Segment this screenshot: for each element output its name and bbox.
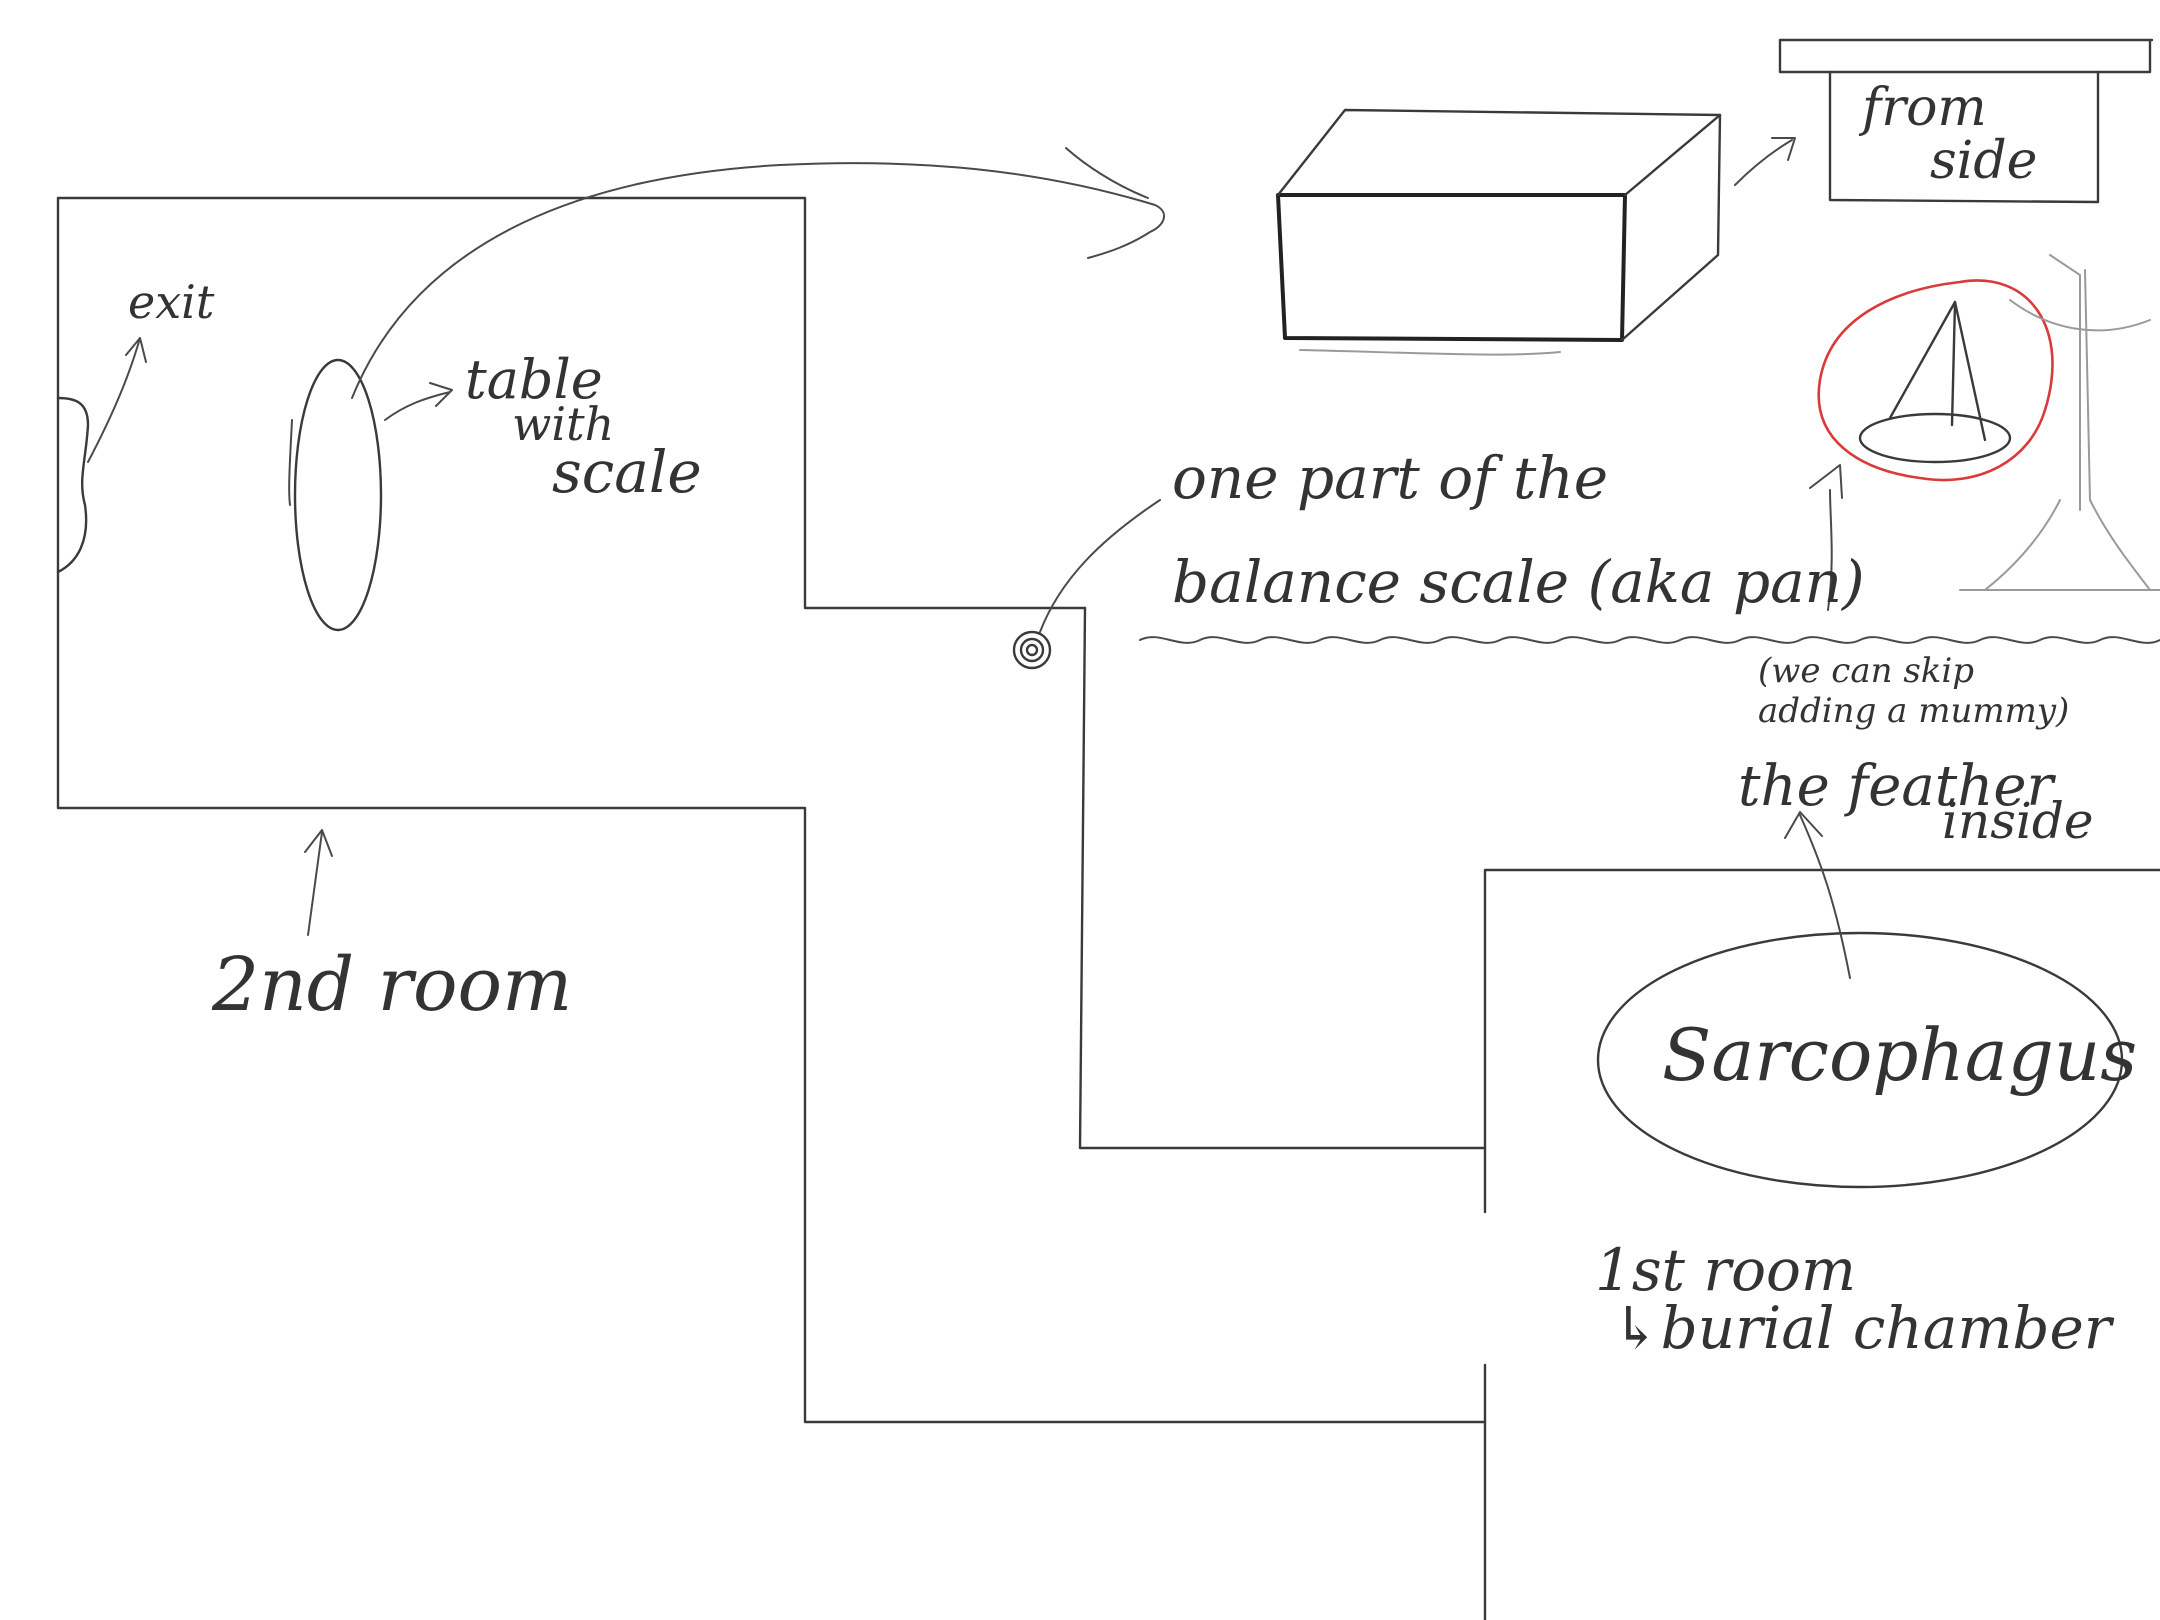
exit-door	[56, 396, 90, 574]
feather-arrow	[1784, 811, 1851, 979]
mummy-note-line2: adding a mummy)	[1758, 691, 2069, 731]
first-room-wall	[1483, 868, 2160, 1620]
second-room-label: 2nd room	[211, 942, 572, 1028]
pan-label-line1: one part of the	[1172, 444, 1608, 512]
second-room-wall	[56, 196, 1487, 1424]
pan-arrow	[1809, 464, 1843, 611]
feather-label-line2: inside	[1942, 792, 2093, 850]
from-side-label-line1: from	[1858, 78, 1987, 138]
pan-marker-leader	[1039, 499, 1161, 633]
exit-label: exit	[128, 275, 215, 329]
table-label-line3: scale	[552, 438, 702, 506]
table-ellipse-overstroke	[288, 419, 293, 506]
table-with-scale	[293, 358, 383, 632]
pan-label-line2: balance scale (aka pan)	[1172, 548, 1865, 616]
corridor-wall	[1078, 606, 1487, 1150]
wavy-divider	[1139, 636, 2160, 644]
sarcophagus-label: Sarcophagus	[1662, 1013, 2137, 1097]
table-label-line1: table	[465, 348, 603, 411]
table-label-line2: with	[512, 397, 614, 451]
curved-arrow-to-box	[351, 147, 1165, 399]
scale-pan-sketch	[1817, 279, 2054, 482]
exit-arrow	[87, 337, 147, 463]
pan-location-marker	[1012, 630, 1052, 670]
from-side-label-line2: side	[1930, 131, 2037, 191]
table-3d-box	[1276, 108, 1722, 356]
side-view-arrow	[1734, 137, 1796, 186]
mummy-note-line1: (we can skip	[1758, 651, 1974, 691]
table-label-arrow	[384, 382, 453, 421]
side-view-box	[1778, 38, 2154, 204]
scale-stand-shading	[1959, 254, 2160, 591]
first-room-label: 1st room	[1595, 1236, 1856, 1304]
sarcophagus-outline	[1596, 931, 2124, 1189]
second-room-arrow	[304, 829, 333, 936]
feather-label-line1: the feather	[1738, 754, 2056, 819]
burial-chamber-label: ↳burial chamber	[1612, 1294, 2115, 1362]
